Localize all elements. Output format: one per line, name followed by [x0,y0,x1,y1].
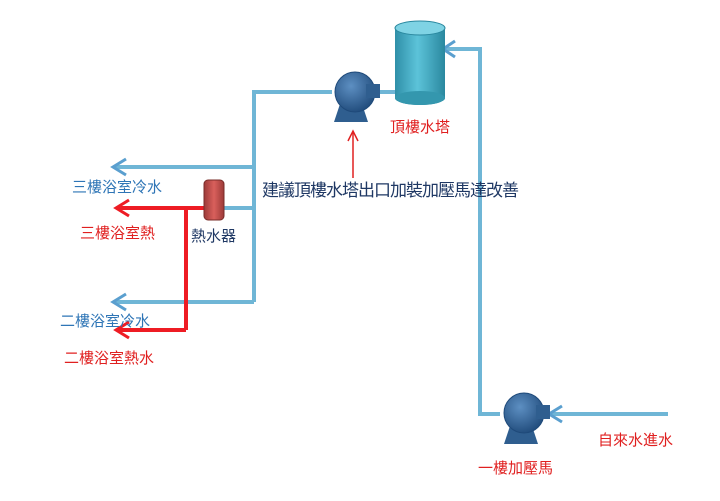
first-floor-pump-icon [503,392,550,444]
down-pipe [252,90,332,302]
third-floor-hot-label: 三樓浴室熱 [80,224,156,242]
cold-water-pipes [115,47,668,416]
main-riser-pipe [445,47,500,416]
suggestion-arrow [347,129,359,178]
roof-pump-icon [334,71,380,122]
hot-water-pipes [118,206,204,332]
second-floor-cold-arrow [110,292,127,312]
city-water-inlet-label: 自來水進水 [598,431,674,449]
hot-arrowheads [113,198,130,340]
suggestion-note: 建議頂樓水塔出口加裝加壓馬達改善 [262,181,519,201]
water-heater-icon [203,179,225,221]
second-floor-hot-arrow [113,320,130,340]
water-heater-label: 熱水器 [191,227,237,245]
second-floor-cold-label: 二樓浴室冷水 [60,312,151,330]
roof-tower-label: 頂樓水塔 [390,118,451,136]
third-floor-cold-arrow [110,157,127,177]
third-floor-hot-arrow [113,198,130,218]
first-floor-pump-label: 一樓加壓馬 [478,459,554,477]
third-floor-cold-label: 三樓浴室冷水 [72,178,163,196]
second-floor-hot-label: 二樓浴室熱水 [64,349,155,367]
roof-water-tower [394,20,446,105]
